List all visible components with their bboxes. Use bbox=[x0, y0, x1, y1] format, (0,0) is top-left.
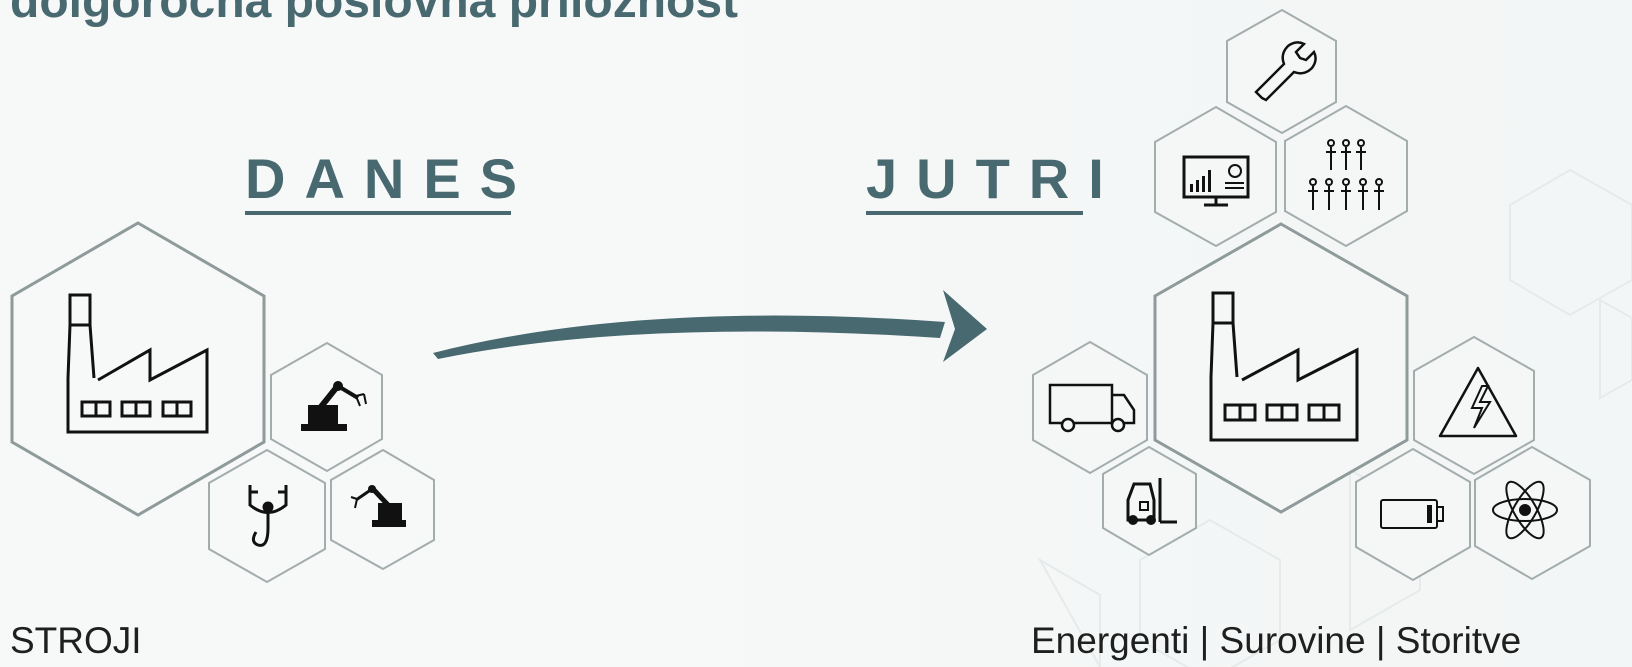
transition-arrow bbox=[433, 290, 987, 362]
hex-battery bbox=[1355, 447, 1471, 582]
hex-dashboard bbox=[1154, 105, 1277, 248]
wrench-icon bbox=[1254, 41, 1317, 102]
dashboard-monitor-icon bbox=[1182, 155, 1250, 207]
delivery-truck-icon bbox=[1048, 383, 1136, 433]
heading-jutri-underline bbox=[866, 211, 1083, 215]
caption-energy-materials-services: Energenti | Surovine | Storitve bbox=[1031, 620, 1522, 661]
forklift-icon bbox=[1126, 478, 1177, 525]
hex-factory-today bbox=[10, 221, 266, 517]
heading-danes: DANES bbox=[245, 147, 537, 210]
heading-jutri: JUTRI bbox=[866, 147, 1123, 210]
robot-arm-icon bbox=[350, 485, 406, 527]
hex-atom bbox=[1474, 445, 1591, 581]
hex-forklift bbox=[1102, 445, 1197, 557]
heading-danes-underline bbox=[245, 211, 511, 215]
caption-machines: STROJI bbox=[10, 620, 142, 661]
hex-people bbox=[1284, 104, 1408, 248]
hex-crane-hook bbox=[208, 448, 326, 584]
hex-factory-tomorrow bbox=[1153, 222, 1409, 514]
hex-truck bbox=[1032, 340, 1148, 475]
people-group-icon bbox=[1308, 139, 1384, 210]
factory-icon bbox=[1209, 291, 1359, 442]
factory-icon bbox=[66, 293, 209, 434]
hex-wrench bbox=[1226, 8, 1337, 135]
crane-hook-icon bbox=[248, 485, 288, 547]
battery-icon bbox=[1380, 499, 1444, 529]
right-hex-cluster bbox=[1032, 8, 1591, 582]
hex-high-voltage bbox=[1413, 335, 1535, 476]
robot-arm-icon bbox=[301, 381, 367, 431]
left-hex-cluster bbox=[10, 221, 435, 584]
page-headline: dolgoročna poslovna priložnost bbox=[10, 0, 739, 28]
hex-robot-arm-1 bbox=[270, 341, 383, 473]
hex-robot-arm-2 bbox=[330, 448, 435, 571]
atom-icon bbox=[1492, 480, 1558, 540]
high-voltage-icon bbox=[1438, 366, 1518, 438]
